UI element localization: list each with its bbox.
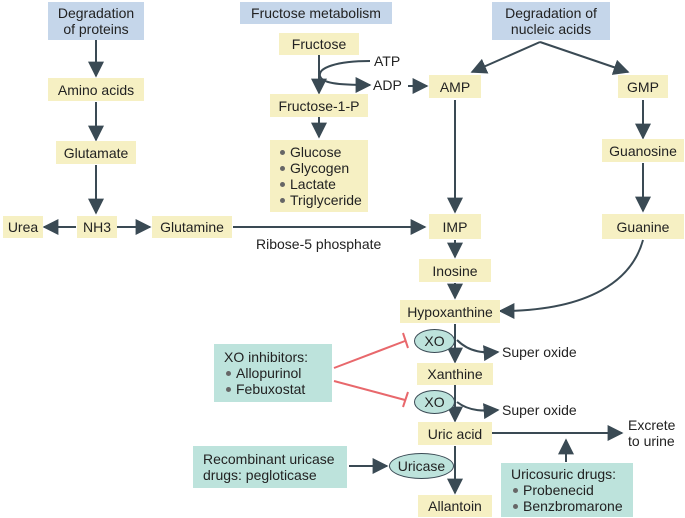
enzyme-xo-2: XO [414, 390, 455, 414]
node-imp: IMP [429, 214, 481, 239]
arrow-nucleic-gmp [539, 41, 630, 75]
fructose-products-list: Glucose Glycogen Lactate Triglyceride [278, 144, 362, 208]
node-gmp: GMP [618, 75, 668, 98]
uricosuric-drugs-box: Uricosuric drugs: Probenecid Benzbromaro… [501, 463, 633, 517]
label-adp: ADP [373, 77, 402, 93]
arrow-guanine-hypoxanthine [498, 239, 644, 319]
node-uric-acid: Uric acid [418, 422, 492, 445]
node-hypoxanthine: Hypoxanthine [400, 300, 500, 323]
header-degradation-proteins: Degradation of proteins [48, 2, 144, 40]
drug-allopurinol: Allopurinol [224, 365, 305, 381]
header-degradation-proteins-line1: Degradation [57, 5, 135, 21]
header-degradation-nucleic-line1: Degradation of [505, 5, 597, 21]
label-excrete-line1: Excrete [628, 417, 676, 433]
enzyme-xo-1: XO [414, 329, 455, 353]
label-super-oxide-2: Super oxide [502, 402, 577, 418]
arrow-xo2-superoxide [456, 401, 500, 420]
product-lactate: Lactate [278, 176, 362, 192]
drug-benzbromarone: Benzbromarone [511, 498, 623, 514]
xo-inhibitors-title: XO inhibitors: [224, 349, 309, 365]
arrow-atp-adp [318, 60, 372, 93]
uricosuric-title: Uricosuric drugs: [511, 466, 617, 482]
node-fructose: Fructose [279, 33, 359, 55]
node-xanthine: Xanthine [417, 363, 493, 385]
inhibit-bar-xo1 [402, 332, 409, 349]
label-ribose-5-phosphate: Ribose-5 phosphate [256, 236, 382, 252]
drug-febuxostat: Febuxostat [224, 381, 305, 397]
xo-inhibitors-list: Allopurinol Febuxostat [224, 365, 305, 397]
recombinant-uricase-box: Recombinant uricase drugs: pegloticase [193, 446, 347, 488]
inhibit-line-xo2 [333, 380, 406, 401]
drug-probenecid: Probenecid [511, 482, 623, 498]
node-glutamine: Glutamine [152, 216, 232, 238]
label-excrete-line2: to urine [628, 433, 675, 449]
label-atp: ATP [374, 53, 401, 69]
arrow-xo1-superoxide [456, 339, 500, 362]
node-guanosine: Guanosine [602, 139, 684, 162]
header-degradation-nucleic-line2: nucleic acids [510, 21, 592, 37]
product-glycogen: Glycogen [278, 160, 362, 176]
fructose-products-box: Glucose Glycogen Lactate Triglyceride [270, 140, 368, 212]
recombinant-line1: Recombinant uricase [203, 451, 335, 467]
node-fructose-1-p: Fructose-1-P [270, 94, 368, 117]
xo-inhibitors-box: XO inhibitors: Allopurinol Febuxostat [214, 344, 332, 402]
recombinant-line2: drugs: pegloticase [203, 467, 317, 483]
header-degradation-proteins-line2: of proteins [63, 21, 129, 37]
inhibit-line-xo1 [333, 340, 406, 369]
node-allantoin: Allantoin [418, 495, 492, 517]
header-fructose-metabolism: Fructose metabolism [240, 2, 392, 24]
inhibit-bar-xo2 [402, 391, 409, 408]
arrow-nucleic-amp [470, 41, 541, 74]
product-triglyceride: Triglyceride [278, 192, 362, 208]
node-guanine: Guanine [602, 214, 684, 239]
label-excrete-to-urine: Excrete to urine [628, 417, 675, 449]
node-amp: AMP [429, 75, 481, 98]
enzyme-uricase: Uricase [389, 453, 454, 479]
node-nh3: NH3 [77, 216, 117, 238]
uricosuric-list: Probenecid Benzbromarone [511, 482, 623, 514]
product-glucose: Glucose [278, 144, 362, 160]
node-inosine: Inosine [419, 259, 491, 282]
node-urea: Urea [3, 216, 43, 238]
node-amino-acids: Amino acids [48, 78, 144, 101]
node-glutamate: Glutamate [56, 141, 136, 164]
header-degradation-nucleic-acids: Degradation of nucleic acids [492, 2, 610, 40]
label-super-oxide-1: Super oxide [502, 344, 577, 360]
